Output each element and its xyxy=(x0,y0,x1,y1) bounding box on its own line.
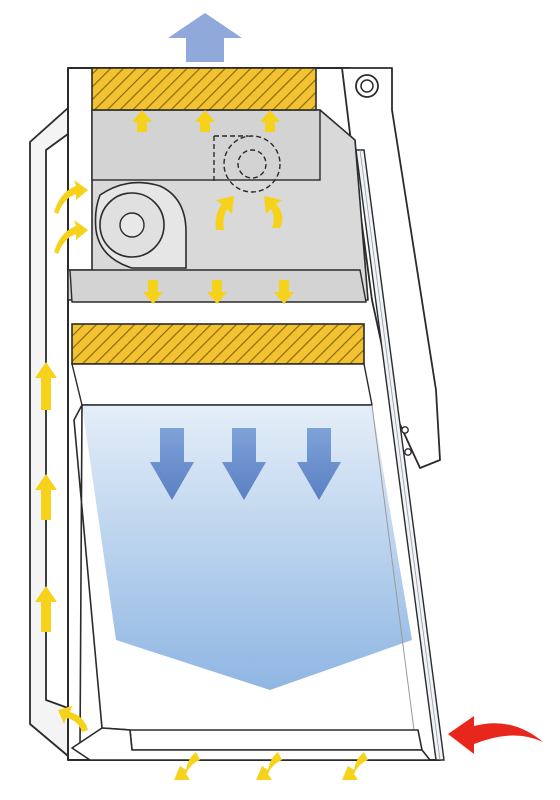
work-surface xyxy=(129,729,423,751)
internal-airflow-arrows xyxy=(35,110,368,780)
internal-airflow-arrow-icon xyxy=(215,196,234,230)
internal-airflow-arrow-icon xyxy=(35,362,57,410)
hinge-bolt xyxy=(401,426,409,434)
downflow-arrow-icon xyxy=(222,428,266,500)
downflow-arrow-icon xyxy=(297,428,341,500)
downflow-arrow-icon xyxy=(150,428,194,500)
internal-airflow-arrow-icon xyxy=(54,220,88,254)
room-air-inflow-arrow-icon xyxy=(448,716,543,754)
blower-fan-icon xyxy=(213,135,281,193)
bottom-plenum xyxy=(71,727,431,761)
internal-airflow-arrow-icon xyxy=(342,752,368,780)
internal-airflow-arrow-icon xyxy=(35,586,57,632)
exhaust-arrow-icon xyxy=(168,13,242,62)
diffuser xyxy=(71,363,373,406)
internal-airflow-arrow-icon xyxy=(174,752,200,780)
internal-airflow-arrow-icon xyxy=(143,280,163,304)
internal-airflow-arrow-icon xyxy=(256,752,282,780)
exhaust-hepa-filter xyxy=(91,67,317,111)
supply-hepa-filter xyxy=(71,323,365,365)
internal-airflow-arrow-icon xyxy=(54,180,88,214)
internal-airflow-arrow-icon xyxy=(264,196,283,228)
hinge-icon xyxy=(355,74,379,98)
internal-airflow-arrow-icon xyxy=(260,110,280,132)
internal-airflow-arrow-icon xyxy=(274,280,294,304)
hinge-bolt xyxy=(404,448,412,456)
internal-airflow-arrow-icon xyxy=(195,110,215,132)
blower-fan-icon xyxy=(94,181,187,269)
internal-airflow-arrow-icon xyxy=(35,474,57,520)
internal-airflow-arrow-icon xyxy=(132,110,152,132)
internal-airflow-arrow-icon xyxy=(58,706,88,732)
internal-airflow-arrow-icon xyxy=(207,280,227,304)
